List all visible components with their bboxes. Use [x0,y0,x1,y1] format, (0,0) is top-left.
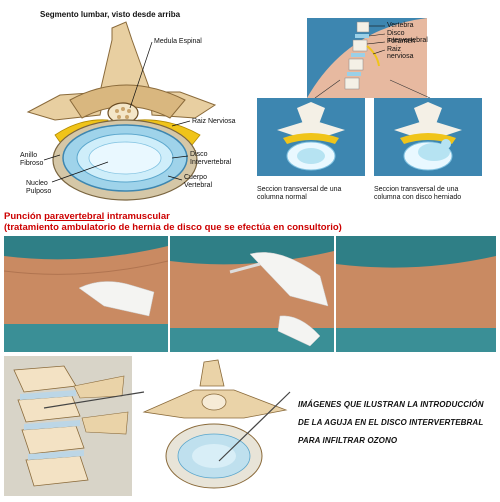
procedure-heading-line2: (tratamiento ambulatorio de hernia de di… [4,222,342,233]
label-raiz-nerviosa: Raiz Nerviosa [192,118,236,125]
label-foramen: Foramen [387,38,416,45]
lumbar-segment-title: Segmento lumbar, visto desde arriba [40,10,181,19]
procedure-heading-line1: Punción paravertebral intramuscular [4,211,170,222]
label-medula-espinal: Medula Espinal [154,38,202,45]
caption-normal-spine: Seccion transversal de una columna norma… [257,186,342,201]
label-anillo-fibroso: Anillo Fibroso [20,152,44,167]
herniated-disc-drawing [394,102,462,171]
ozone-description: IMÁGENES QUE ILUSTRAN LA INTRODUCCIÓN DE… [298,400,484,445]
photo-injection [170,236,334,352]
herniated-spine-cross-section [374,98,482,176]
spine-side-view-panel: Vertebra Disco intervertebral Foramen Ra… [307,18,428,98]
photo-injection-drawing [170,236,334,352]
lumbar-segment-illustration: Segmento lumbar, visto desde arriba Medu… [0,0,250,210]
label-disco-intervertebral-side: Disco intervertebral [387,30,428,44]
normal-disc-drawing [277,102,345,171]
needle-insertion-drawing [4,356,291,496]
label-disco-intervertebral: Disco Intervertebral [190,151,232,166]
photo-back-drawing [336,236,496,352]
label-nucleo-pulposo: Nucleo Pulposo [26,180,52,195]
connector-lines [314,79,431,99]
procedure-heading: Punción paravertebral intramuscular (tra… [4,211,342,233]
lumbar-vertebra-drawing [26,21,217,201]
label-raiz-nerviosa-side: Raiz nerviosa [387,46,414,60]
photo-palpation [4,236,168,352]
spine-side-view-drawing [307,18,427,98]
caption-herniated-spine: Seccion transversal de una columna con d… [374,186,462,201]
needle-insertion-illustration [4,356,294,496]
normal-spine-cross-section [257,98,365,176]
label-cuerpo-vertebral: Cuerpo Vertebral [184,174,213,189]
photo-palpation-drawing [4,236,168,352]
photo-back [336,236,496,352]
label-vertebra: Vertebra [387,22,414,29]
